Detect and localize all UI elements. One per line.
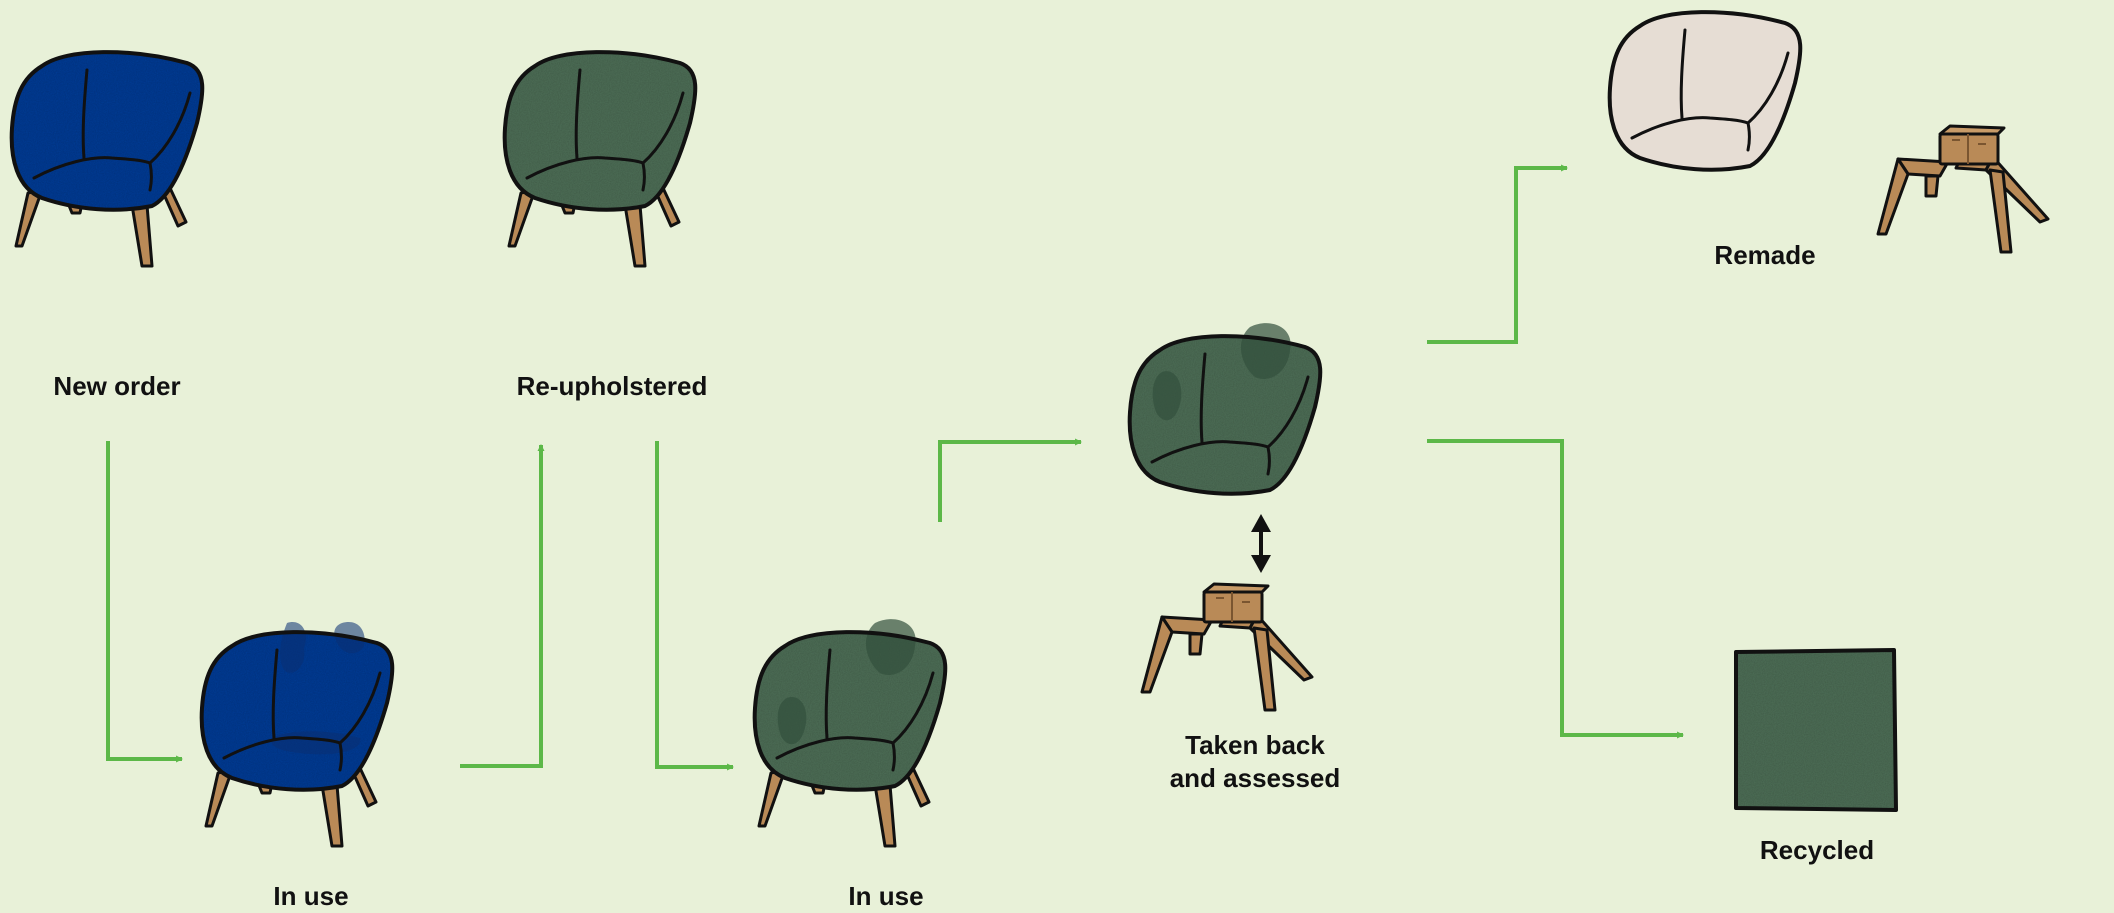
arrow-icon bbox=[657, 441, 733, 767]
arrow-icon bbox=[940, 442, 1081, 522]
chair-re-upholstered-icon bbox=[505, 52, 696, 266]
fabric-swatch-icon bbox=[1736, 650, 1896, 810]
label-remade: Remade bbox=[1714, 239, 1815, 272]
chair-new-order-icon bbox=[12, 52, 203, 266]
chair-base-remade-icon bbox=[1878, 126, 2048, 252]
label-re-upholstered: Re-upholstered bbox=[517, 370, 708, 403]
arrow-icon bbox=[1427, 441, 1683, 735]
label-recycled: Recycled bbox=[1760, 834, 1874, 867]
label-new-order: New order bbox=[53, 370, 180, 403]
arrow-icon bbox=[1427, 168, 1567, 342]
chair-in-use-green-icon bbox=[755, 619, 946, 846]
chair-base-assessed-icon bbox=[1142, 584, 1312, 710]
arrow-icon bbox=[460, 445, 541, 766]
label-in-use-1: In use bbox=[273, 880, 348, 913]
arrow-icon bbox=[108, 441, 182, 759]
double-arrow-icon bbox=[1251, 514, 1271, 573]
chair-in-use-blue-icon bbox=[202, 622, 393, 846]
label-in-use-2: In use bbox=[848, 880, 923, 913]
label-taken-back-line1: Taken back bbox=[1170, 729, 1341, 762]
chair-shell-assessed-icon bbox=[1130, 323, 1321, 494]
chair-shell-remade-icon bbox=[1610, 12, 1801, 170]
label-taken-back: Taken back and assessed bbox=[1170, 729, 1341, 795]
label-taken-back-line2: and assessed bbox=[1170, 762, 1341, 795]
